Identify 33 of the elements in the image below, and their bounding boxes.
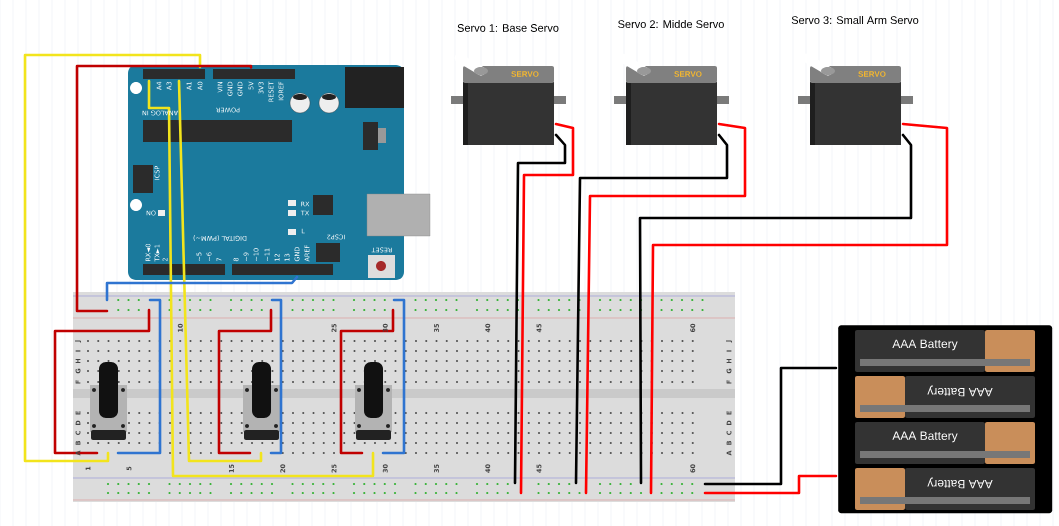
servo-label: SERVO bbox=[674, 71, 702, 77]
battery-label: AAA Battery bbox=[927, 477, 993, 489]
servo-title: Servo 1: Base Servo bbox=[457, 24, 559, 32]
wire bbox=[574, 133, 729, 485]
wire bbox=[53, 308, 151, 455]
wire bbox=[75, 64, 253, 313]
servo-label: SERVO bbox=[858, 71, 886, 77]
microcontroller-board-drawing bbox=[128, 65, 431, 280]
wire bbox=[649, 122, 949, 495]
wire bbox=[381, 298, 406, 455]
wire bbox=[339, 308, 395, 455]
wire bbox=[217, 308, 273, 455]
wire bbox=[519, 122, 575, 495]
wire bbox=[23, 53, 202, 463]
wire bbox=[638, 133, 913, 485]
wire bbox=[269, 298, 283, 455]
wire bbox=[105, 275, 299, 302]
wire bbox=[147, 79, 375, 478]
wire bbox=[116, 298, 162, 455]
wire bbox=[703, 474, 838, 495]
servo-title: Servo 3: Small Arm Servo bbox=[791, 15, 919, 25]
battery-label: AAA Battery bbox=[892, 339, 958, 351]
servo-label: SERVO bbox=[511, 71, 539, 77]
potentiometer-drawing bbox=[355, 362, 392, 440]
servo-title: Servo 2: Midde Servo bbox=[618, 19, 724, 29]
wire bbox=[584, 122, 747, 495]
wire bbox=[513, 133, 567, 485]
potentiometer-drawing bbox=[243, 362, 280, 440]
potentiometer-drawing bbox=[90, 362, 127, 440]
wire bbox=[177, 79, 263, 463]
battery-label: AAA Battery bbox=[892, 431, 958, 443]
battery-label: AAA Battery bbox=[927, 385, 993, 397]
wire bbox=[703, 366, 838, 486]
